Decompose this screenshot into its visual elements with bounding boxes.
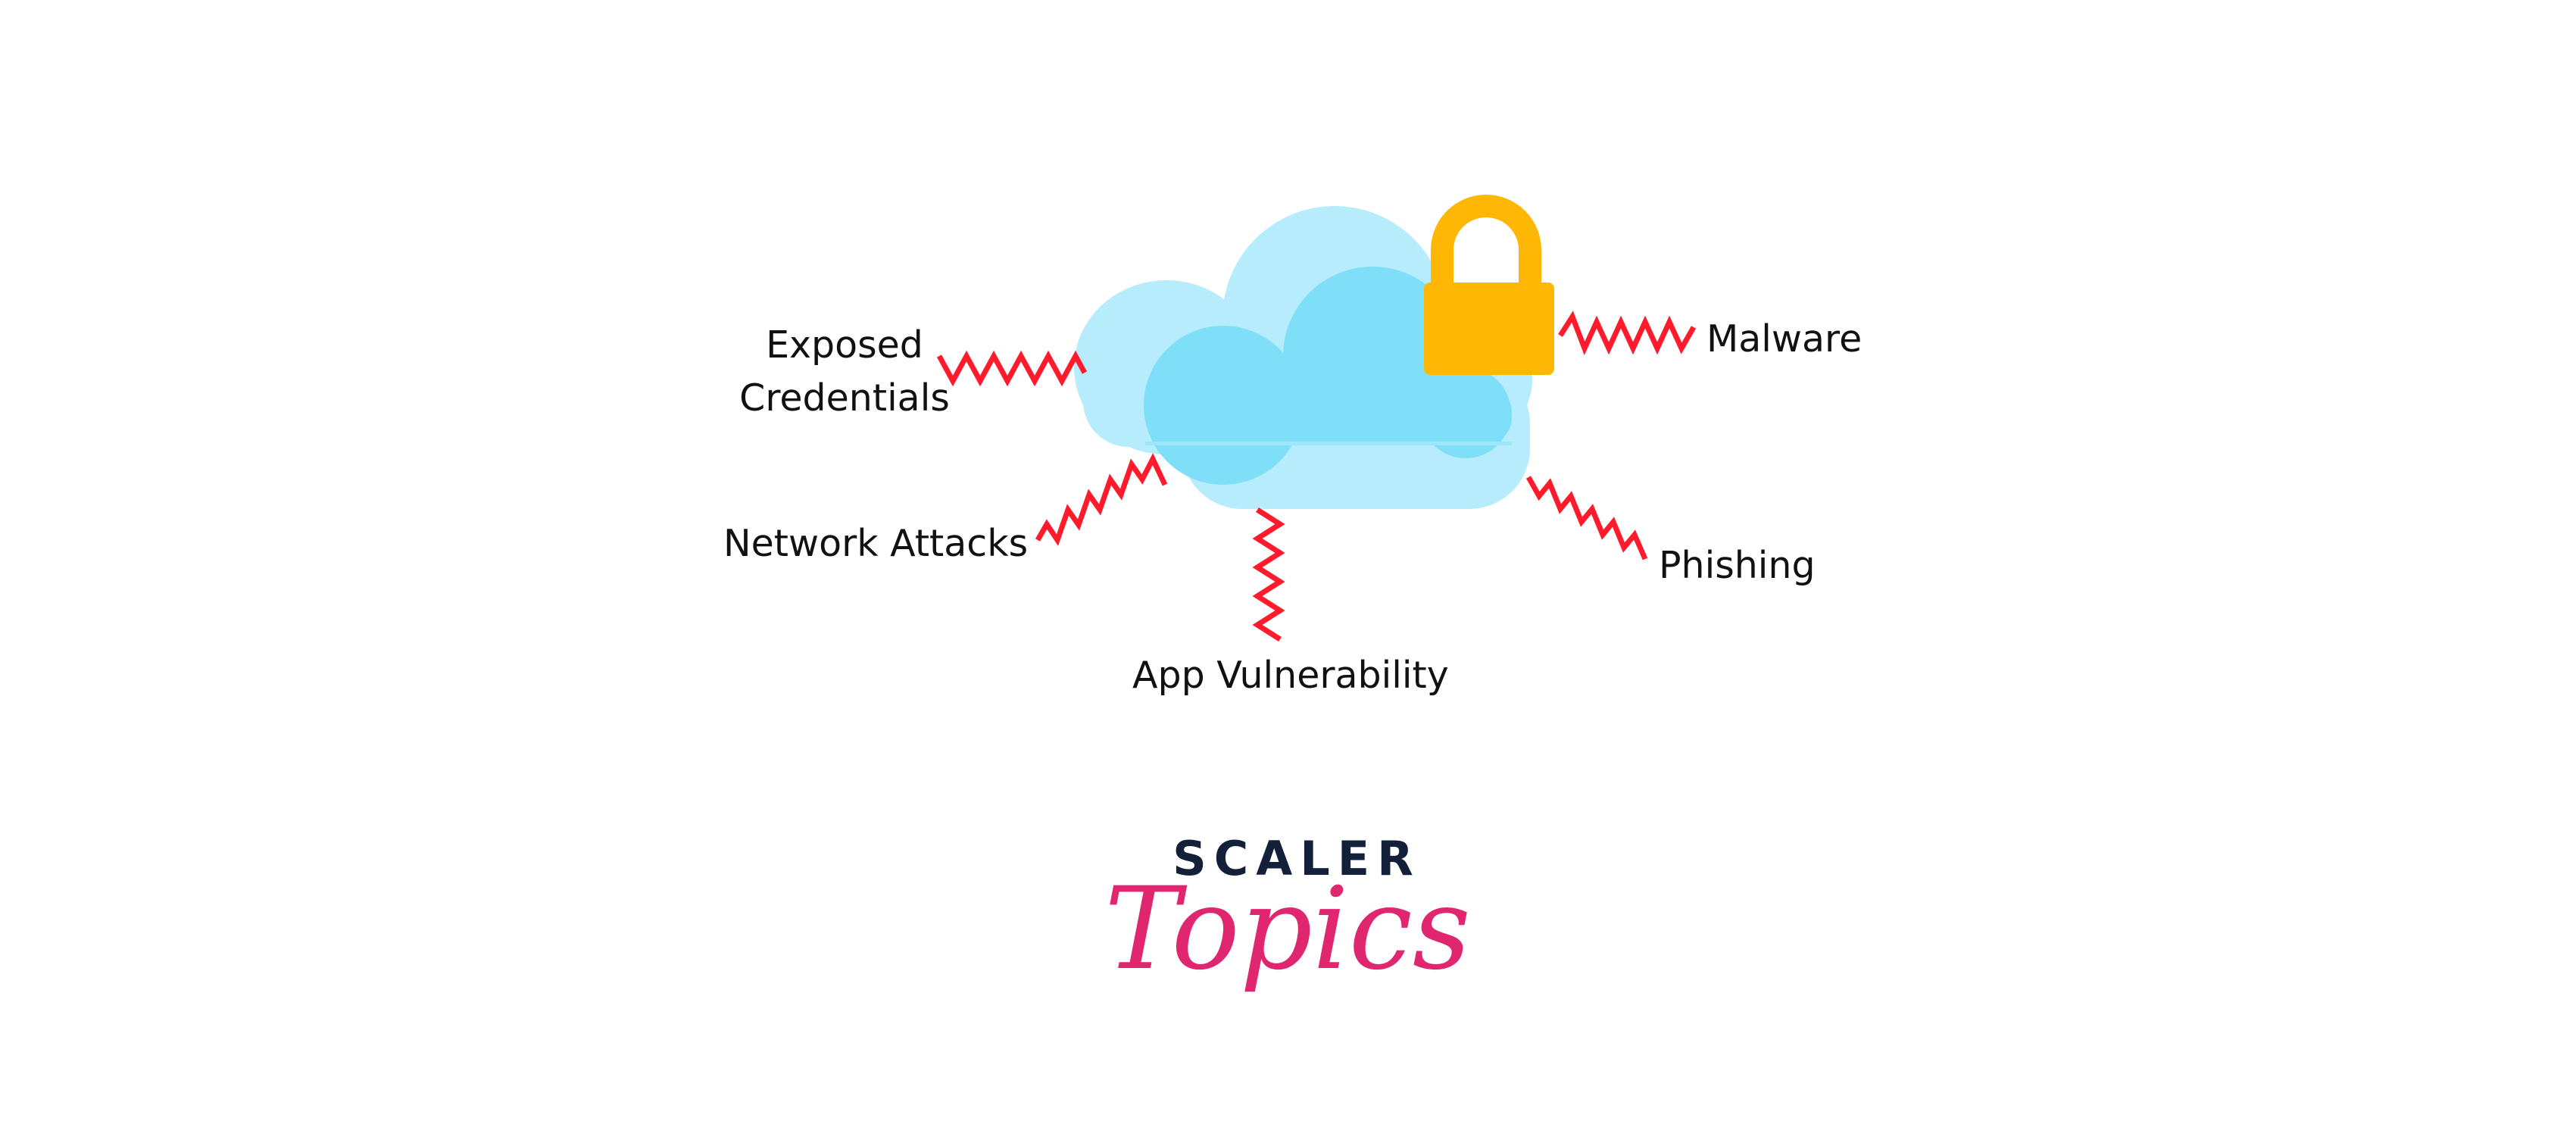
threat-label-network-attacks: Network Attacks [723,522,1028,565]
zigzag-exposed-credentials [936,350,1088,387]
threat-label-exposed-credentials: Exposed Credentials [739,323,950,420]
threat-label-phishing: Phishing [1659,544,1816,587]
zigzag-malware [1558,311,1697,356]
cloud-icon [1074,206,1532,509]
brand-name-top: SCALER [1172,831,1421,886]
threat-label-line: Exposed [766,323,923,367]
threat-label-malware: Malware [1706,317,1862,361]
zigzag-app-vulnerability [1252,507,1285,642]
zigzag-phishing [1525,476,1648,561]
brand-name-bottom: Topics [1104,863,1471,995]
padlock-icon [1424,195,1554,375]
threat-label-app-vulnerability: App Vulnerability [1132,654,1449,697]
threat-label-line: Credentials [739,376,950,420]
scaler-topics-logo: SCALER Topics [1104,831,1471,995]
zigzag-network-attacks [1035,453,1168,546]
cloud-overlap-line [1145,442,1512,445]
